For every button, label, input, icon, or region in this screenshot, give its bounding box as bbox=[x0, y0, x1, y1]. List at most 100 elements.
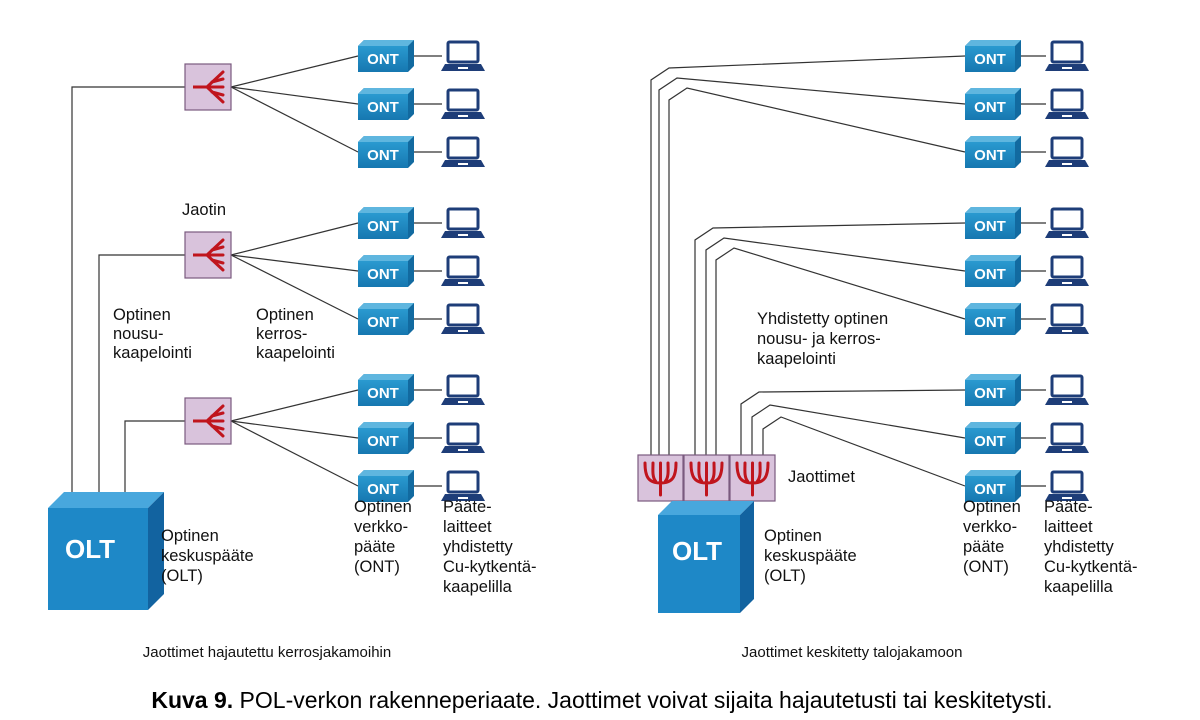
laptop-icon bbox=[441, 422, 485, 453]
left-subtitle: Jaottimet hajautettu kerrosjakamoihin bbox=[143, 644, 391, 661]
ont-description-line: (ONT) bbox=[963, 558, 1009, 576]
floor-cable bbox=[230, 222, 359, 256]
laptop-icon bbox=[1045, 40, 1089, 71]
olt-unit bbox=[658, 501, 754, 613]
ont-box: ONT bbox=[358, 470, 414, 502]
laptop-icon bbox=[1045, 303, 1089, 334]
ont-label: ONT bbox=[367, 481, 399, 498]
ont-box: ONT bbox=[965, 88, 1021, 120]
ont-box: ONT bbox=[358, 255, 414, 287]
laptop-icon bbox=[441, 207, 485, 238]
ont-description-line: Optinen bbox=[963, 498, 1021, 516]
laptop-icon bbox=[441, 40, 485, 71]
terminal-label-line: Pääte- bbox=[1044, 498, 1093, 516]
ont-box: ONT bbox=[965, 255, 1021, 287]
splitter-icon bbox=[683, 454, 730, 502]
olt-unit bbox=[48, 492, 164, 610]
network-nodes: ONTONTONTONTONTONTONTONTONTONTONTONTONTO… bbox=[48, 40, 1089, 613]
floor-cable bbox=[230, 420, 359, 439]
combined-cable bbox=[705, 237, 966, 455]
caption-text: POL-verkon rakenneperiaate. Jaottimet vo… bbox=[233, 687, 1052, 713]
ont-box: ONT bbox=[965, 422, 1021, 454]
ont-box: ONT bbox=[965, 207, 1021, 239]
right-subtitle: Jaottimet keskitetty talojakamoon bbox=[742, 644, 963, 661]
floor-cable bbox=[230, 86, 359, 153]
ont-box: ONT bbox=[358, 88, 414, 120]
floor-cable bbox=[230, 254, 359, 272]
ont-box: ONT bbox=[965, 303, 1021, 335]
combined-cable bbox=[658, 77, 966, 455]
ont-label: ONT bbox=[367, 147, 399, 164]
ont-box: ONT bbox=[965, 136, 1021, 168]
ont-label: ONT bbox=[367, 385, 399, 402]
ont-label: ONT bbox=[974, 433, 1006, 450]
terminal-label-line: laitteet bbox=[1044, 518, 1093, 536]
floor-cable bbox=[230, 254, 359, 320]
ont-box: ONT bbox=[965, 40, 1021, 72]
floor-label-line: kerros- bbox=[256, 325, 307, 343]
ont-label: ONT bbox=[974, 147, 1006, 164]
olt-label-line: keskuspääte bbox=[161, 547, 254, 565]
ont-description-line: Optinen bbox=[354, 498, 412, 516]
combined-cable bbox=[715, 247, 966, 455]
floor-cable bbox=[230, 389, 359, 422]
floor-cable bbox=[230, 55, 359, 88]
ont-label: ONT bbox=[367, 99, 399, 116]
ont-description-line: (ONT) bbox=[354, 558, 400, 576]
ont-description-line: verkko- bbox=[354, 518, 408, 536]
olt-label-line: keskuspääte bbox=[764, 547, 857, 565]
ont-box: ONT bbox=[358, 40, 414, 72]
laptop-icon bbox=[1045, 255, 1089, 286]
floor-label-line: kaapelointi bbox=[256, 344, 335, 362]
laptop-icon bbox=[441, 303, 485, 334]
splitter-icon bbox=[184, 63, 232, 111]
floor-cable bbox=[230, 420, 359, 487]
olt-label-line: Optinen bbox=[764, 527, 822, 545]
riser-label-line: Optinen bbox=[113, 306, 171, 324]
ont-label: ONT bbox=[974, 481, 1006, 498]
terminal-label-line: Cu-kytkentä- bbox=[1044, 558, 1138, 576]
splitter-icon bbox=[184, 231, 232, 279]
ont-label: ONT bbox=[367, 314, 399, 331]
splitters-label: Jaottimet bbox=[788, 468, 855, 486]
ont-label: ONT bbox=[974, 266, 1006, 283]
laptop-icon bbox=[441, 136, 485, 167]
splitter-label: Jaotin bbox=[182, 201, 226, 219]
terminal-label-line: yhdistetty bbox=[443, 538, 513, 556]
ont-box: ONT bbox=[358, 136, 414, 168]
combined-cabling-label-line: nousu- ja kerros- bbox=[757, 330, 881, 348]
combined-cable bbox=[668, 87, 966, 455]
olt-label-line: (OLT) bbox=[764, 567, 806, 585]
laptop-icon bbox=[441, 255, 485, 286]
ont-description-line: verkko- bbox=[963, 518, 1017, 536]
ont-label: ONT bbox=[367, 433, 399, 450]
olt-text: OLT bbox=[672, 536, 722, 566]
splitter-icon bbox=[184, 397, 232, 445]
laptop-icon bbox=[441, 374, 485, 405]
fiber-cables bbox=[71, 55, 1046, 492]
olt-label-line: (OLT) bbox=[161, 567, 203, 585]
ont-label: ONT bbox=[974, 218, 1006, 235]
ont-label: ONT bbox=[974, 99, 1006, 116]
ont-box: ONT bbox=[358, 303, 414, 335]
laptop-icon bbox=[1045, 422, 1089, 453]
combined-cable bbox=[740, 389, 966, 455]
terminal-label-line: yhdistetty bbox=[1044, 538, 1114, 556]
laptop-icon bbox=[1045, 88, 1089, 119]
terminal-label-line: kaapelilla bbox=[443, 578, 513, 596]
ont-label: ONT bbox=[974, 385, 1006, 402]
combined-cabling-label-line: kaapelointi bbox=[757, 350, 836, 368]
terminal-label-line: Pääte- bbox=[443, 498, 492, 516]
riser-cable bbox=[124, 420, 185, 492]
splitter-icon bbox=[637, 454, 684, 502]
combined-cabling-label-line: Yhdistetty optinen bbox=[757, 310, 888, 328]
laptop-icon bbox=[441, 88, 485, 119]
terminal-label-line: Cu-kytkentä- bbox=[443, 558, 537, 576]
figure-caption: Kuva 9. POL-verkon rakenneperiaate. Jaot… bbox=[151, 687, 1052, 713]
ont-description-line: pääte bbox=[963, 538, 1004, 556]
combined-cable bbox=[650, 55, 966, 455]
ont-box: ONT bbox=[358, 422, 414, 454]
ont-box: ONT bbox=[965, 374, 1021, 406]
